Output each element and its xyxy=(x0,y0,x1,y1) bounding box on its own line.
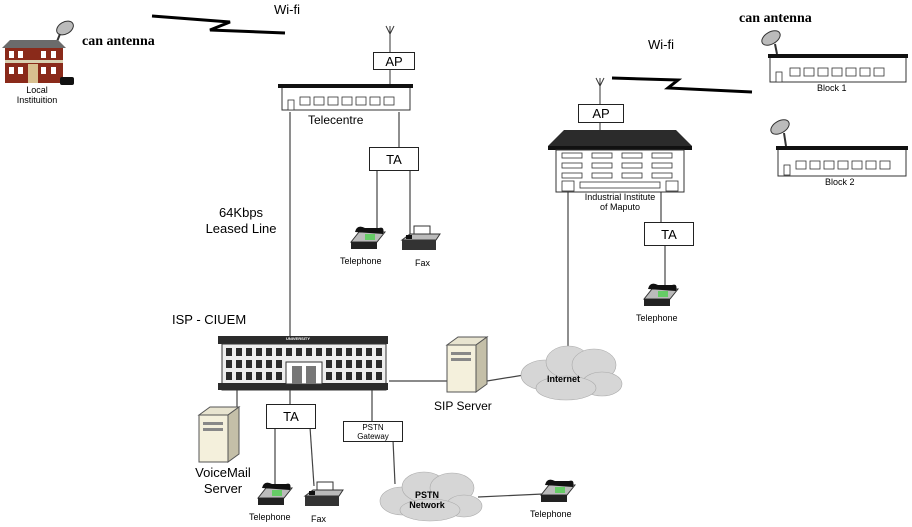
block-1-label: Block 1 xyxy=(817,83,847,93)
pstn-network-label: PSTN Network xyxy=(409,490,445,510)
ap-label-institute: AP xyxy=(592,106,610,121)
gateway-pstn-link xyxy=(392,439,396,485)
telephone-label-4: Telephone xyxy=(530,509,572,519)
connection-lines xyxy=(236,112,666,498)
ta-label-telecentre: TA xyxy=(386,151,402,167)
sip-server-label: SIP Server xyxy=(434,399,492,413)
block-2-label: Block 2 xyxy=(825,177,855,187)
pstn-telephone-link xyxy=(477,493,544,498)
telephone-icon-3 xyxy=(256,482,294,505)
telephone-label-2: Telephone xyxy=(636,313,678,323)
ta-label-institute: TA xyxy=(661,226,677,242)
wifi-bolt-right xyxy=(611,76,753,94)
ta-box-institute: TA xyxy=(644,222,694,246)
university-sign: UNIVERSITY xyxy=(286,336,311,341)
leased-line-label: 64Kbps Leased Line xyxy=(205,205,277,236)
telecentre-label: Telecentre xyxy=(308,113,364,127)
can-antenna-label-left: can antenna xyxy=(82,34,155,49)
ta-label-isp: TA xyxy=(283,409,299,424)
wifi-label-left: Wi-fi xyxy=(274,2,300,17)
ta-fax2-link xyxy=(309,426,315,487)
pstn-cloud xyxy=(379,471,483,522)
local-institution-house xyxy=(2,20,74,85)
isp-label: ISP - CIUEM xyxy=(172,312,247,327)
wifi-label-right: Wi-fi xyxy=(648,37,674,52)
fax-icon-2 xyxy=(303,481,344,506)
internet-label: Internet xyxy=(547,374,581,384)
telephone-icon-2 xyxy=(642,283,680,306)
fax-label-2: Fax xyxy=(311,514,327,524)
pstn-gateway-box: PSTN Gateway xyxy=(343,421,403,442)
ap-box-telecentre: AP xyxy=(373,52,415,70)
telephone-label-3: Telephone xyxy=(249,512,291,522)
ap-label-telecentre: AP xyxy=(385,53,403,69)
telecentre-building xyxy=(278,25,413,111)
voicemail-server-icon xyxy=(197,406,241,463)
ta-box-isp: TA xyxy=(266,404,316,429)
telephone-icon-1 xyxy=(349,226,387,249)
local-institution-label: Local Instituition xyxy=(16,85,58,105)
ta-box-telecentre: TA xyxy=(369,147,419,171)
industrial-institute-building xyxy=(548,77,692,193)
pstn-gateway-label: PSTN Gateway xyxy=(357,422,389,441)
voicemail-server-label: VoiceMail Server xyxy=(195,465,251,496)
block-1-building xyxy=(761,30,908,83)
university-building xyxy=(218,336,388,391)
sip-server-icon xyxy=(445,336,489,393)
block-2-building xyxy=(770,119,908,177)
wifi-bolt-left xyxy=(151,14,286,35)
can-antenna-label-right: can antenna xyxy=(739,11,812,26)
telephone-icon-4 xyxy=(539,479,577,502)
fax-icon-1 xyxy=(400,225,441,250)
industrial-institute-label: Industrial Institute of Maputo xyxy=(584,192,656,212)
internet-cloud xyxy=(520,345,623,401)
ap-box-institute: AP xyxy=(578,104,624,123)
telephone-label-1: Telephone xyxy=(340,256,382,266)
fax-label-1: Fax xyxy=(415,258,431,268)
